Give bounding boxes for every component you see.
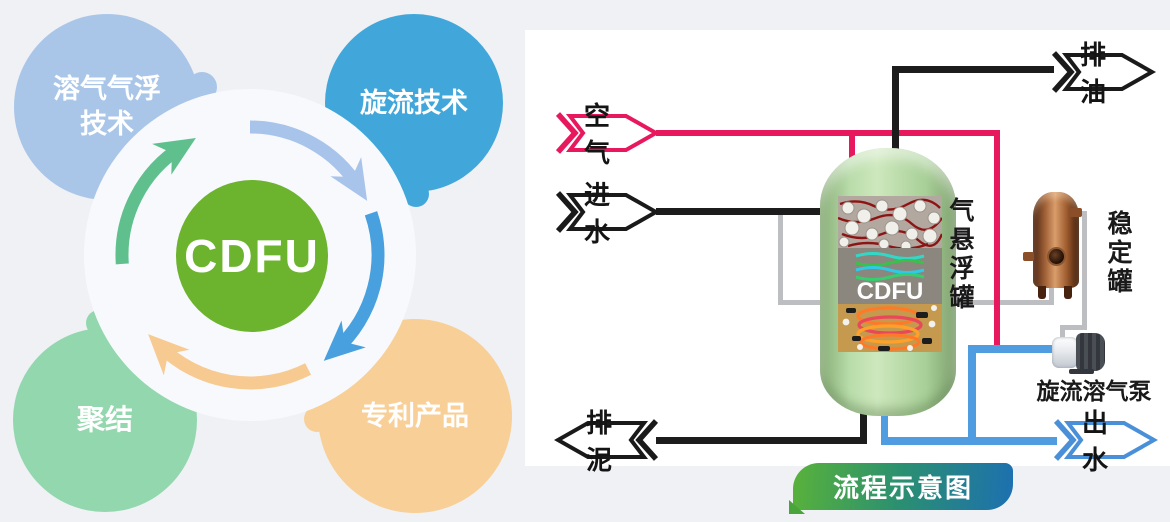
- tag-label: 进水: [584, 180, 611, 247]
- pipe-gray-stab-bottom: [1049, 282, 1054, 304]
- arrow-orange: [148, 334, 312, 390]
- circle-label: 聚结: [76, 404, 133, 436]
- flotation-window-graphic: CDFU: [838, 196, 942, 352]
- stabilization-tank: [1033, 192, 1079, 288]
- tag-label: 排泥: [586, 408, 613, 475]
- pump-foot: [1069, 369, 1094, 374]
- tag-air-inlet: 空气: [554, 101, 660, 168]
- tag-sludge-discharge: 排泥: [554, 408, 660, 475]
- stabilization-tank-label: 稳定罐: [1104, 210, 1132, 297]
- circle-label: 专利产品: [361, 400, 469, 431]
- cdfu-label: CDFU: [184, 230, 320, 282]
- pipe-inlet-water: [656, 208, 826, 215]
- pipe-outlet-drop: [881, 402, 888, 442]
- pipe-pump-suction: [968, 345, 1056, 353]
- pipe-air-branch-vessel: [849, 133, 855, 171]
- flow-diagram-caption-banner: 流程示意图: [789, 463, 1013, 514]
- tag-water-inlet: 进水: [554, 180, 660, 247]
- tag-oil-discharge: 排油: [1050, 40, 1156, 107]
- tag-label: 空气: [584, 101, 611, 168]
- pipe-oil-riser: [892, 66, 899, 156]
- arrow-blue: [323, 211, 385, 361]
- circle-label: 溶气气浮 技术: [53, 74, 161, 139]
- tag-label: 出水: [1082, 408, 1109, 475]
- pipe-recycle-down: [968, 345, 976, 445]
- arrow-light-blue: [249, 120, 368, 201]
- pipe-air-horizontal: [656, 130, 1000, 136]
- stab-tank-front-port: [1047, 247, 1066, 266]
- stab-tank-nozzle: [1023, 252, 1034, 261]
- pipe-gray-right-down: [1082, 211, 1087, 330]
- pipe-air-down-to-pump: [994, 133, 1000, 349]
- pipe-gray-branch-down: [778, 213, 783, 305]
- tag-label: 排油: [1080, 40, 1107, 107]
- pipe-gray-pump-drop: [1060, 325, 1065, 340]
- pipe-sludge-horizontal: [656, 437, 867, 444]
- flotation-inner-label: CDFU: [857, 278, 924, 305]
- pump-motor: [1076, 333, 1105, 371]
- flotation-tank-label: 气悬浮罐: [946, 197, 974, 313]
- arrow-green: [115, 137, 196, 265]
- pipe-sludge-drop: [860, 402, 867, 444]
- stab-tank-top-port: [1069, 208, 1082, 217]
- cycle-arrows-graphic: [115, 120, 385, 390]
- tag-water-outlet: 出水: [1052, 408, 1158, 475]
- cdfu-center-circle: CDFU: [176, 180, 328, 332]
- stab-tank-leg: [1038, 286, 1046, 299]
- pump-head: [1052, 337, 1078, 368]
- pipe-oil-horizontal: [892, 66, 1054, 73]
- pipe-gray-to-pump: [1060, 325, 1087, 330]
- circle-coalescence: 聚结: [13, 328, 197, 512]
- pump-label: 旋流溶气泵: [1036, 378, 1152, 404]
- stab-tank-leg: [1064, 286, 1072, 299]
- caption-text: 流程示意图: [832, 473, 973, 503]
- circle-label: 旋流技术: [360, 87, 468, 118]
